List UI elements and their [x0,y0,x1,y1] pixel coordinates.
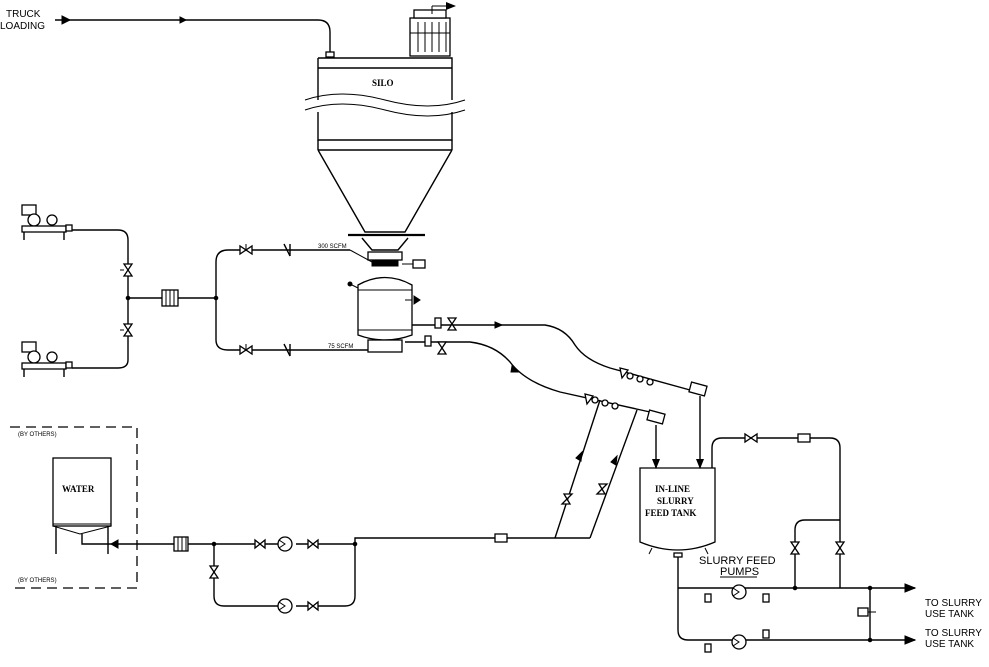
dest-upper-label-2: USE TANK [925,609,974,620]
blower-top [21,204,73,240]
feed-tank-label-1: IN-LINE [655,484,690,494]
dest-lower-label-2: USE TANK [925,639,974,650]
feed-tank-label-2: SLURRY [657,496,694,506]
conveying-line-lower [405,335,651,413]
manifold-valve-top [120,263,134,277]
conveying-line-upper [412,317,691,391]
pump-discharge-lines [677,557,917,645]
by-others-bottom-label: (BY OTHERS) [18,578,57,584]
water-feed-diagonals [554,399,638,539]
blower-bottom [21,341,73,377]
air-manifold [72,229,373,369]
silo: SILO [304,57,466,269]
valve-assembly-lower [584,393,666,450]
dest-lower-label-1: TO SLURRY [925,628,982,639]
flow-upper-label: 300 SCFM [318,244,347,250]
manifold-valve-bottom [120,323,134,337]
feed-tank-label-3: FEED TANK [645,508,696,518]
transfer-vessel [347,276,421,353]
air-valve-upper [239,244,253,256]
recirculation-loop [711,432,846,588]
water-pump-lower [277,598,319,614]
silo-label: SILO [372,78,394,88]
check-valve-upper [283,243,291,257]
flow-lower-label: 75 SCFM [328,344,353,350]
pumps-label-1: SLURRY FEED [699,555,776,567]
dest-upper-label-1: TO SLURRY [925,598,982,609]
water-label: WATER [62,484,95,494]
slurry-pump-lower [704,629,770,653]
dust-collector [409,2,456,57]
slurry-pump-upper [704,584,770,603]
water-supply-line [109,533,590,607]
slurry-feed-tank: IN-LINE SLURRY FEED TANK [639,420,716,558]
by-others-top-label: (BY OTHERS) [18,432,57,438]
air-valve-lower [239,344,253,356]
pumps-label-2: PUMPS [720,566,759,578]
truck-loading-label-1: TRUCK [6,9,41,20]
water-pump-upper [254,536,319,552]
check-valve-lower [283,343,291,357]
valve-assembly-upper [619,367,708,420]
truck-loading-label-2: LOADING [0,21,45,32]
truck-loading-line: TRUCK LOADING [0,9,335,58]
water-tank: WATER [52,457,112,554]
by-others-boundary: (BY OTHERS) (BY OTHERS) [10,426,138,589]
